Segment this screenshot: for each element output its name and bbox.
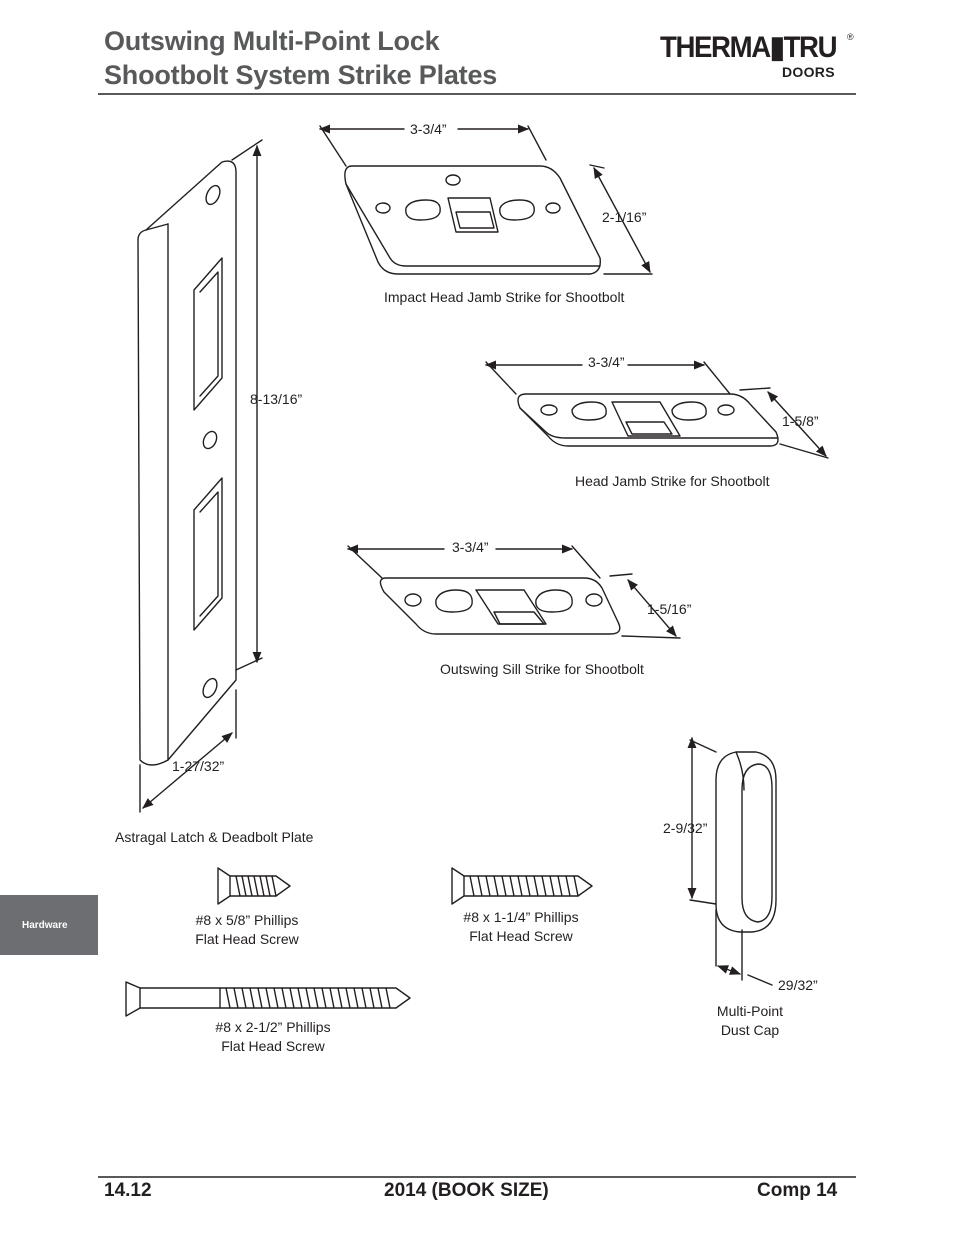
dust-cap-caption: Multi-Point Dust Cap [700, 1002, 800, 1040]
screw-short-caption-line-1: #8 x 5/8” Phillips [195, 912, 299, 928]
page-title: Outswing Multi-Point Lock Shootbolt Syst… [104, 24, 497, 92]
head-jamb-width-dimension: 3-3/4” [588, 354, 625, 370]
title-line-2: Shootbolt System Strike Plates [104, 60, 498, 90]
screw-medium-caption-line-1: #8 x 1-1/4” Phillips [463, 909, 579, 925]
footer-divider [98, 1176, 856, 1178]
astragal-width-dimension: 1-27/32” [172, 758, 225, 774]
screw-short-drawing [217, 867, 291, 905]
screw-short-caption-line-2: Flat Head Screw [195, 931, 299, 947]
sill-width-dimension: 3-3/4” [452, 539, 489, 555]
head-jamb-strike-drawing [484, 360, 829, 459]
dust-cap-caption-line-2: Dust Cap [720, 1022, 780, 1038]
astragal-caption: Astragal Latch & Deadbolt Plate [115, 829, 314, 845]
screw-medium-caption-line-2: Flat Head Screw [469, 928, 573, 944]
section-tab-label: Hardware [22, 919, 68, 931]
footer-comp: Comp 14 [757, 1180, 838, 1201]
dust-cap-height-dimension: 2-9/32” [663, 820, 708, 836]
sill-caption: Outswing Sill Strike for Shootbolt [440, 661, 644, 677]
dust-cap-caption-line-1: Multi-Point [716, 1003, 784, 1019]
dust-cap-drawing [687, 736, 777, 986]
sill-strike-drawing [346, 544, 681, 639]
head-jamb-caption: Head Jamb Strike for Shootbolt [575, 473, 770, 489]
screw-short-caption: #8 x 5/8” Phillips Flat Head Screw [172, 911, 322, 949]
impact-head-jamb-depth-dimension: 2-1/16” [602, 209, 647, 225]
impact-head-jamb-caption: Impact Head Jamb Strike for Shootbolt [384, 289, 625, 305]
screw-long-caption-line-2: Flat Head Screw [221, 1038, 325, 1054]
astragal-height-dimension: 8-13/16” [250, 391, 303, 407]
title-line-1: Outswing Multi-Point Lock [104, 26, 440, 56]
logo-subtitle: DOORS [782, 64, 835, 80]
section-tab-hardware[interactable]: Hardware [0, 895, 98, 955]
impact-head-jamb-strike-drawing [318, 124, 653, 275]
impact-head-jamb-width-dimension: 3-3/4” [410, 121, 447, 137]
screw-medium-caption: #8 x 1-1/4” Phillips Flat Head Screw [441, 908, 601, 946]
screw-long-caption: #8 x 2-1/2” Phillips Flat Head Screw [193, 1018, 353, 1056]
logo-registered-mark: ® [847, 32, 854, 42]
screw-medium-drawing [451, 867, 593, 905]
screw-long-drawing [125, 981, 411, 1017]
dust-cap-width-dimension: 29/32” [778, 977, 818, 993]
footer-edition: 2014 (BOOK SIZE) [384, 1180, 549, 1201]
header-divider [98, 93, 856, 95]
head-jamb-depth-dimension: 1-5/8” [782, 413, 819, 429]
therma-tru-logo: THERMA▮TRU ® DOORS [660, 30, 860, 84]
screw-long-caption-line-1: #8 x 2-1/2” Phillips [215, 1019, 331, 1035]
footer-page-number: 14.12 [104, 1180, 152, 1201]
astragal-plate-drawing [137, 139, 263, 813]
logo-wordmark: THERMA▮TRU [660, 31, 838, 64]
sill-depth-dimension: 1-5/16” [647, 601, 692, 617]
